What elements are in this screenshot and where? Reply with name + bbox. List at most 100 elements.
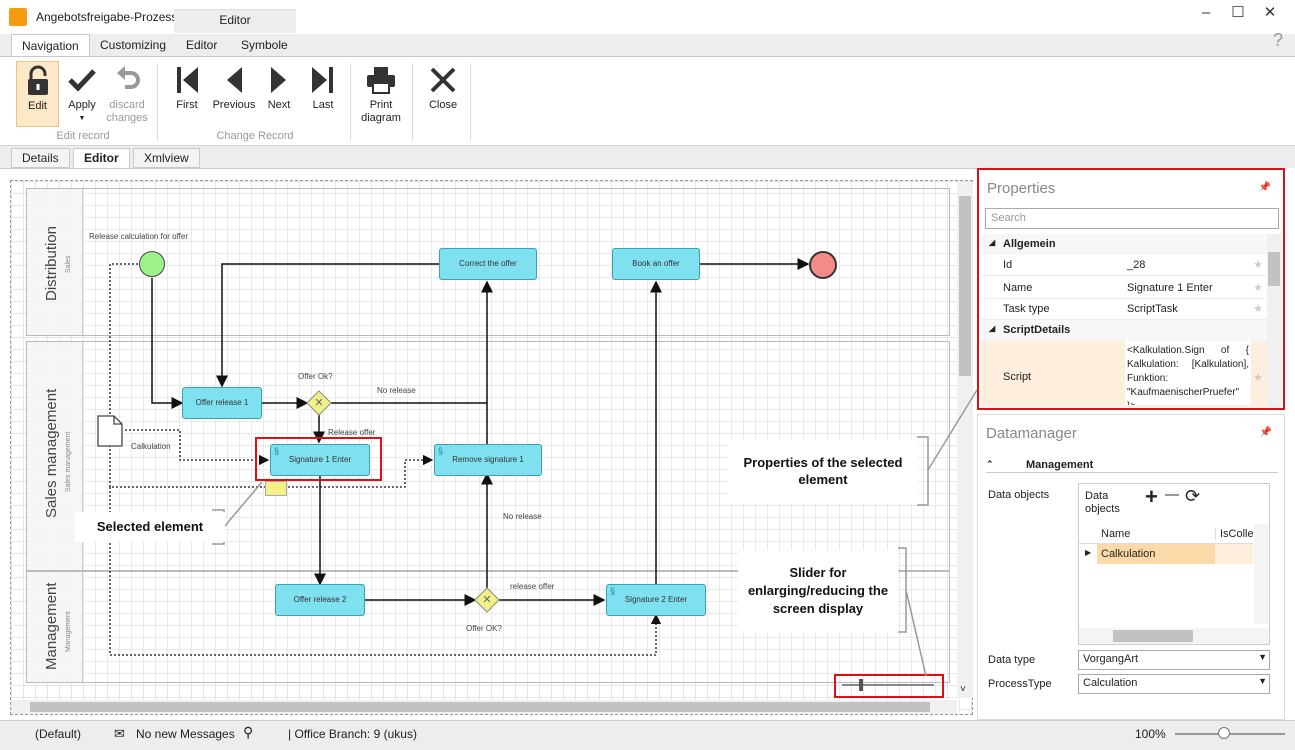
task-correct-offer[interactable]: Correct the offer bbox=[439, 248, 537, 280]
tab-navigation[interactable]: Navigation bbox=[11, 34, 90, 56]
properties-scrollbar[interactable] bbox=[1267, 234, 1281, 408]
tab-editor-doc[interactable]: Editor bbox=[73, 148, 130, 168]
last-button[interactable]: Last bbox=[306, 61, 340, 127]
flow-label: No release bbox=[503, 512, 542, 521]
task-label: Signature 1 Enter bbox=[288, 455, 352, 464]
tab-xmlview[interactable]: Xmlview bbox=[133, 148, 200, 168]
zoom-level: 100% bbox=[1135, 727, 1166, 741]
pin-icon[interactable]: 📌 bbox=[1259, 427, 1272, 438]
scroll-down-icon[interactable]: ˅ bbox=[960, 684, 966, 695]
data-object-row[interactable]: ▶ Calkulation bbox=[1079, 544, 1253, 564]
refresh-icon[interactable]: ⟳ bbox=[1185, 486, 1201, 506]
edit-label: Edit bbox=[28, 100, 47, 112]
next-button[interactable]: Next bbox=[262, 61, 296, 127]
app-icon bbox=[9, 8, 27, 26]
help-icon[interactable]: ? bbox=[1272, 30, 1283, 50]
property-row-task-type[interactable]: Task type ScriptTask ★ bbox=[981, 299, 1267, 320]
vertical-scroll-thumb[interactable] bbox=[959, 196, 971, 376]
properties-search-input[interactable]: Search bbox=[985, 208, 1279, 229]
first-button[interactable]: First bbox=[170, 61, 204, 127]
star-icon[interactable]: ★ bbox=[1253, 372, 1263, 384]
collapse-icon[interactable]: ◢ bbox=[989, 238, 996, 247]
script-icon: § bbox=[610, 586, 616, 596]
grid-horizontal-scrollbar[interactable] bbox=[1079, 628, 1269, 644]
print-diagram-button[interactable]: Print diagram bbox=[358, 61, 404, 127]
task-label: Remove signature 1 bbox=[452, 455, 524, 464]
diagram-connectors bbox=[104, 258, 810, 656]
status-messages[interactable]: No new Messages bbox=[136, 727, 235, 741]
management-section[interactable]: ⌃ Management bbox=[986, 459, 1278, 473]
grid-scroll-thumb[interactable] bbox=[1113, 630, 1193, 642]
tab-customizing[interactable]: Customizing bbox=[100, 38, 167, 52]
property-row-id[interactable]: Id _28 ★ bbox=[981, 255, 1267, 276]
add-icon[interactable]: + bbox=[1145, 484, 1158, 509]
edit-button[interactable]: Edit bbox=[16, 61, 59, 127]
end-event[interactable] bbox=[809, 251, 837, 279]
callout-selected-element: Selected element bbox=[75, 512, 225, 542]
pin-icon[interactable]: 📌 bbox=[1258, 182, 1271, 193]
process-type-select[interactable]: Calculation ▼ bbox=[1078, 674, 1270, 694]
star-icon[interactable]: ★ bbox=[1253, 303, 1263, 315]
task-signature-2-enter[interactable]: § Signature 2 Enter bbox=[606, 584, 706, 616]
close-button[interactable]: Close bbox=[422, 61, 464, 127]
previous-button[interactable]: Previous bbox=[210, 61, 258, 127]
data-objects-box: Data objects + ⟳ Name IsColle ▶ Calkulat… bbox=[1078, 483, 1270, 645]
discard-changes-button[interactable]: discard changes bbox=[104, 61, 150, 127]
gateway-x-icon: ✕ bbox=[482, 594, 492, 606]
minimize-icon[interactable]: – bbox=[1201, 4, 1211, 21]
properties-scroll-thumb[interactable] bbox=[1268, 252, 1280, 286]
category-scriptdetails[interactable]: ◢ ScriptDetails bbox=[981, 320, 1267, 341]
properties-title: Properties bbox=[987, 180, 1056, 197]
canvas-zoom-thumb[interactable] bbox=[859, 679, 863, 691]
apply-label: Apply bbox=[68, 99, 96, 111]
zoom-slider[interactable] bbox=[1175, 733, 1285, 735]
change-record-group-label: Change Record bbox=[216, 130, 294, 142]
collapse-up-icon[interactable]: ⌃ bbox=[986, 459, 994, 469]
apply-button[interactable]: Apply ▼ bbox=[64, 61, 100, 127]
data-object-label: Calkulation bbox=[131, 442, 171, 451]
first-icon bbox=[170, 61, 204, 99]
ribbon-separator bbox=[350, 63, 351, 141]
first-label: First bbox=[176, 99, 198, 111]
tab-editor[interactable]: Editor bbox=[186, 38, 218, 52]
canvas-zoom-slider[interactable] bbox=[842, 684, 934, 686]
task-offer-release-2[interactable]: Offer release 2 bbox=[275, 584, 365, 616]
status-bar: (Default) ✉ No new Messages ⚲ | Office B… bbox=[0, 720, 1295, 750]
mail-icon[interactable]: ✉ bbox=[114, 726, 125, 741]
property-row-name[interactable]: Name Signature 1 Enter ★ bbox=[981, 278, 1267, 299]
chevron-down-icon[interactable]: ▼ bbox=[78, 115, 86, 122]
window-title: Angebotsfreigabe-Prozess bbox=[36, 10, 178, 24]
edit-record-group-label: Edit record bbox=[56, 130, 110, 142]
grid-vertical-scrollbar[interactable] bbox=[1254, 524, 1269, 624]
task-offer-release-1[interactable]: Offer release 1 bbox=[182, 387, 262, 419]
datamanager-panel: Datamanager 📌 ⌃ Management Data objects … bbox=[977, 414, 1285, 720]
tab-details[interactable]: Details bbox=[11, 148, 70, 168]
chevron-down-icon[interactable]: ▼ bbox=[1258, 652, 1267, 662]
star-icon[interactable]: ★ bbox=[1253, 282, 1263, 294]
task-book-offer[interactable]: Book an offer bbox=[612, 248, 700, 280]
close-window-icon[interactable]: ✕ bbox=[1263, 4, 1277, 21]
task-signature-1-enter[interactable]: § Signature 1 Enter bbox=[270, 444, 370, 476]
collapse-icon[interactable]: ◢ bbox=[989, 324, 996, 333]
callout-properties: Properties of the selected element bbox=[728, 440, 918, 504]
context-tab-editor[interactable]: Editor bbox=[174, 9, 296, 33]
data-objects-label: Data objects bbox=[988, 489, 1050, 501]
data-type-select[interactable]: VorgangArt ▼ bbox=[1078, 650, 1270, 670]
category-allgemein[interactable]: ◢ Allgemein bbox=[981, 234, 1267, 255]
star-icon[interactable]: ★ bbox=[1253, 259, 1263, 271]
zoom-slider-highlight bbox=[834, 674, 944, 698]
maximize-icon[interactable]: ☐ bbox=[1231, 4, 1245, 21]
data-object-icon[interactable] bbox=[97, 415, 123, 447]
remove-icon[interactable] bbox=[1165, 494, 1179, 496]
property-row-script[interactable]: Script <Kalkulation.Sign of { Kalkulatio… bbox=[981, 341, 1267, 407]
horizontal-scroll-thumb[interactable] bbox=[30, 702, 930, 712]
flow-label: Offer OK? bbox=[466, 624, 502, 633]
selection-handle[interactable] bbox=[265, 481, 287, 496]
search-icon[interactable]: ⚲ bbox=[243, 724, 254, 740]
tab-symbole[interactable]: Symbole bbox=[241, 38, 288, 52]
start-event[interactable] bbox=[139, 251, 165, 277]
script-value[interactable]: <Kalkulation.Sign of { Kalkulation: [Kal… bbox=[1125, 341, 1251, 405]
task-remove-signature-1[interactable]: § Remove signature 1 bbox=[434, 444, 542, 476]
chevron-down-icon[interactable]: ▼ bbox=[1258, 676, 1267, 686]
zoom-slider-thumb[interactable] bbox=[1218, 727, 1230, 739]
